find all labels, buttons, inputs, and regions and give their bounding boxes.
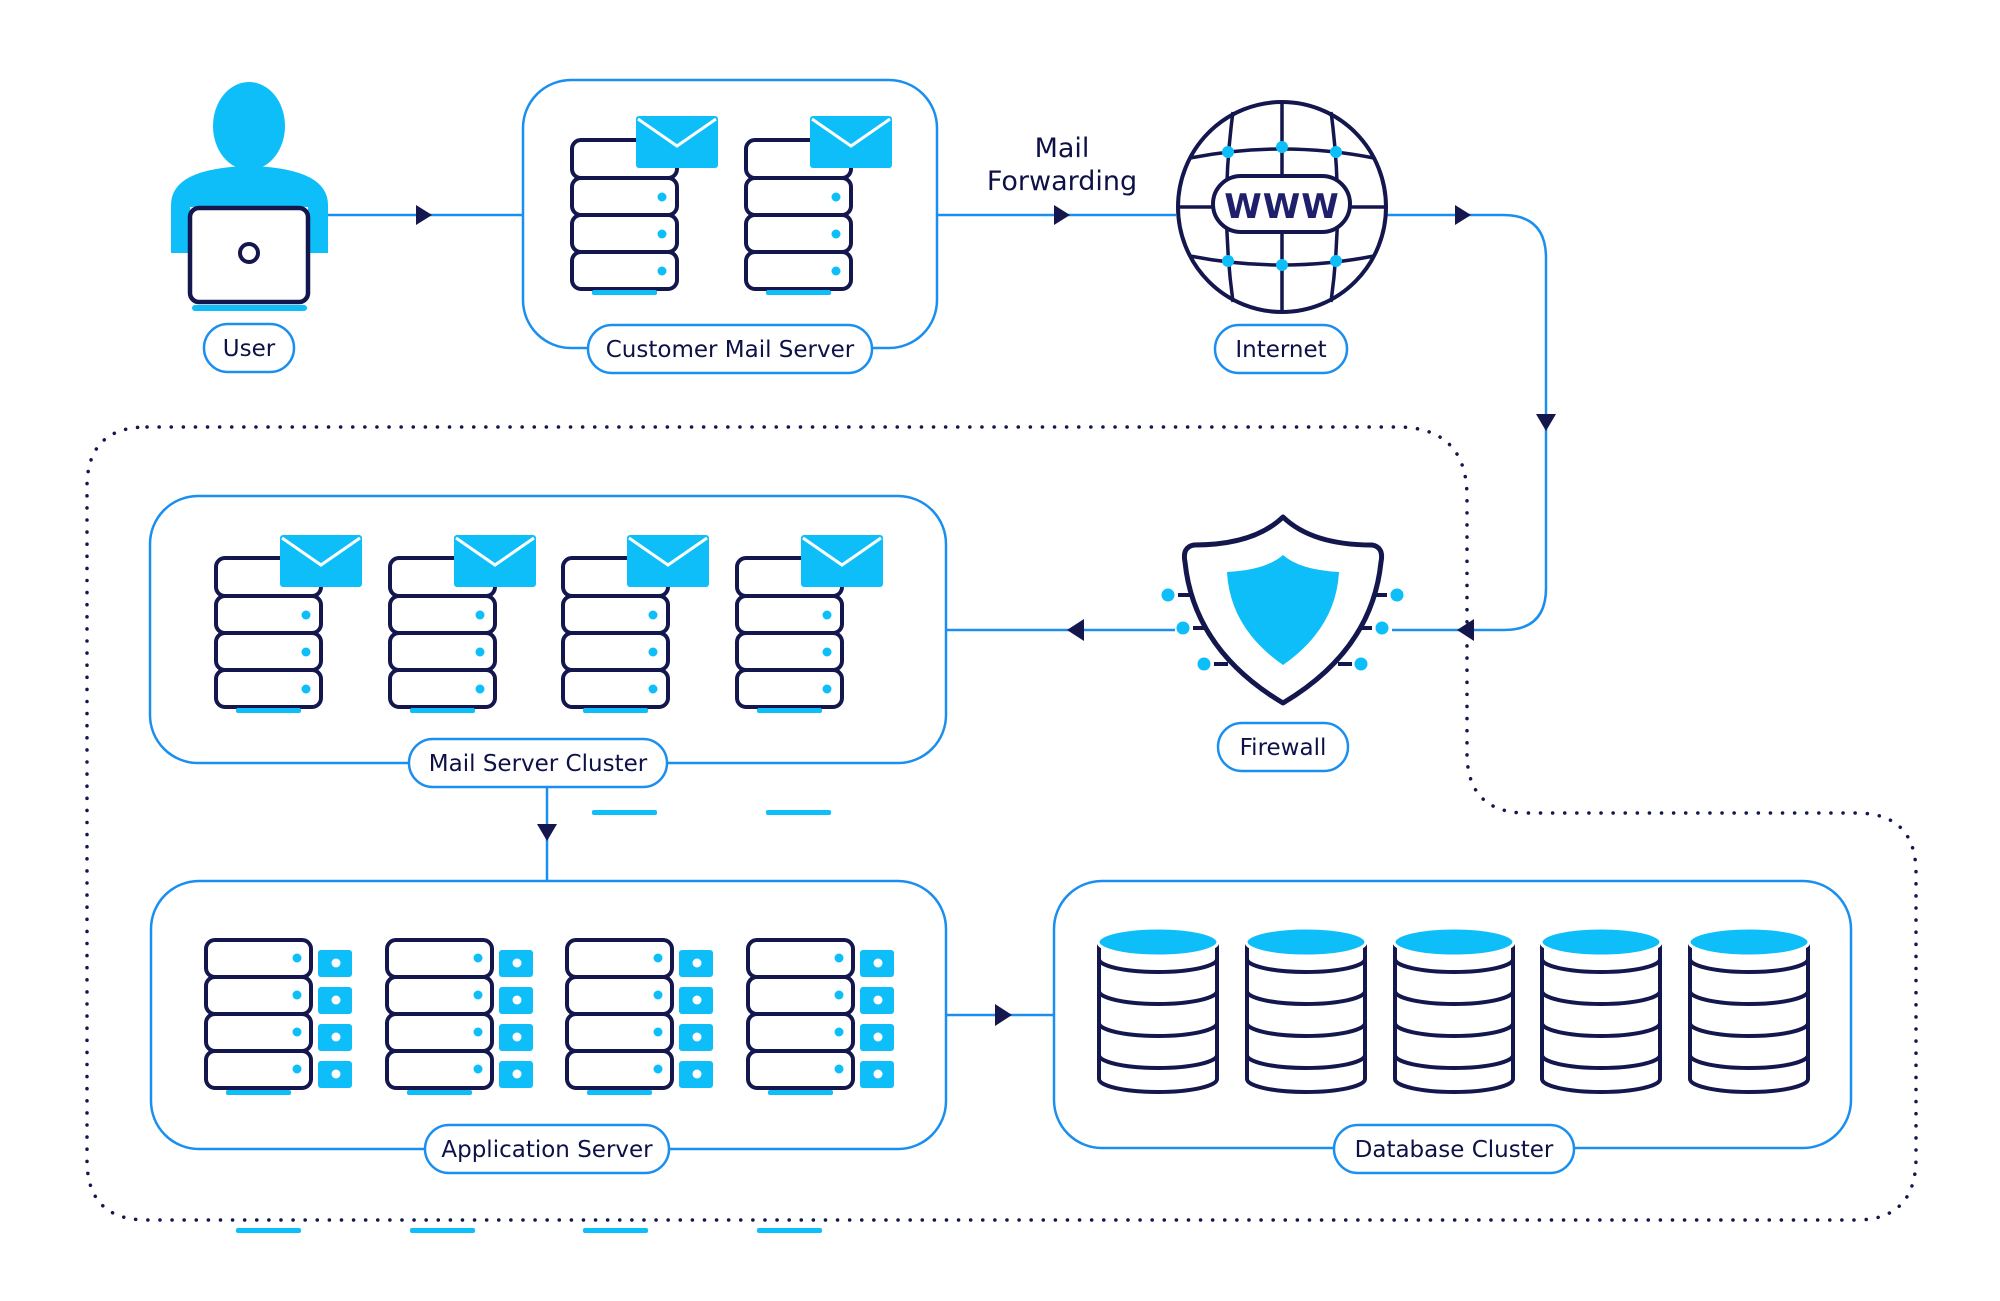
www-label: WWW (1224, 187, 1340, 227)
mail-server-cluster-label: Mail Server Cluster (429, 751, 648, 777)
database-icon (1392, 926, 1516, 1094)
globe-www-icon: WWW (1176, 100, 1388, 314)
node-customer-mail-server[interactable]: Customer Mail Server (521, 78, 939, 817)
node-user[interactable]: User (171, 82, 328, 374)
application-server-label-pill (423, 1123, 671, 1175)
firewall-label: Firewall (1240, 735, 1327, 761)
arrow-right-icon (416, 205, 432, 225)
arrow-right-icon (995, 1004, 1012, 1026)
node-database-cluster[interactable]: Database Cluster (1052, 879, 1853, 1175)
connector-firewall-to-mailcluster (946, 619, 1175, 641)
user-label: User (223, 336, 276, 362)
arrow-down-icon (1536, 414, 1556, 431)
mail-server-icon (735, 533, 885, 1235)
arrow-down-icon (537, 824, 557, 841)
firewall-label-pill (1216, 721, 1350, 773)
app-server-icon (746, 938, 896, 1097)
arrow-left-icon (1457, 619, 1474, 641)
database-icon (1539, 926, 1663, 1094)
arrow-left-icon (1067, 619, 1084, 641)
database-icon (1687, 926, 1811, 1094)
connector-user-to-mailserver (328, 205, 523, 225)
edge-label-mail-forwarding-line2: Forwarding (987, 166, 1137, 197)
database-icon (1244, 926, 1368, 1094)
database-cluster-label-pill (1332, 1123, 1576, 1175)
connector-internet-to-firewall (1386, 205, 1556, 641)
arrow-right-icon (1054, 205, 1070, 225)
mail-server-cluster-label-pill (407, 737, 669, 789)
edge-label-mail-forwarding-line1: Mail (1035, 133, 1090, 164)
app-server-icon (385, 938, 535, 1097)
node-mail-server-cluster[interactable]: Mail Server Cluster (148, 494, 948, 1235)
database-icon (1096, 926, 1220, 1094)
connector-mailserver-to-internet (937, 205, 1176, 225)
customer-mail-server-label: Customer Mail Server (606, 337, 855, 363)
user-label-pill (202, 322, 296, 374)
user-laptop-icon (171, 82, 328, 311)
internet-label-pill (1213, 323, 1349, 375)
app-server-icon (204, 938, 354, 1097)
connector-appserver-to-database (946, 1004, 1054, 1026)
shield-icon (1161, 514, 1404, 706)
node-internet[interactable]: WWW Internet (1176, 100, 1388, 375)
connector-mailcluster-to-appserver (537, 787, 557, 881)
node-application-server[interactable]: Application Server (149, 879, 948, 1175)
arrow-right-icon (1455, 205, 1471, 225)
database-cluster-label: Database Cluster (1355, 1137, 1554, 1163)
mail-server-icon (214, 533, 364, 1235)
node-firewall[interactable]: Firewall (1161, 514, 1404, 773)
app-server-icon (565, 938, 715, 1097)
customer-mail-server-label-pill (586, 323, 874, 375)
internet-label: Internet (1235, 337, 1326, 363)
internal-network-boundary (85, 425, 1918, 1222)
application-server-label: Application Server (441, 1137, 653, 1163)
